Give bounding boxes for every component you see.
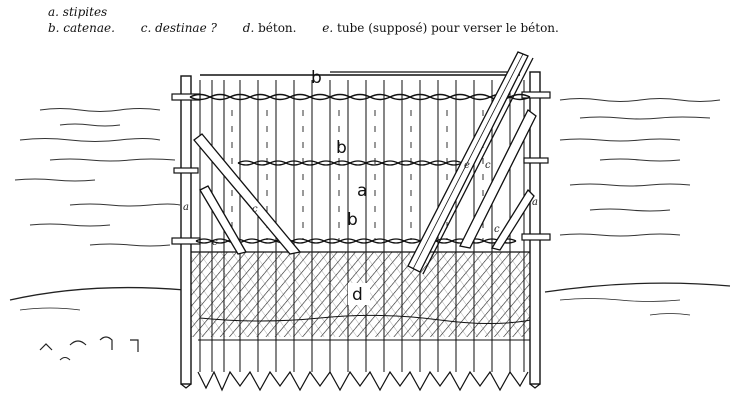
legend-c: c. destinae ? <box>140 21 217 35</box>
ground-right <box>544 282 731 316</box>
water-left <box>14 108 181 247</box>
legend-line-2: b. catenae. c. destinae ? d. béton. e. t… <box>48 20 559 36</box>
label-a-right: a <box>532 197 538 208</box>
legend-b: b. catenae. <box>48 21 115 35</box>
ground-left <box>9 286 186 361</box>
legend-e-key: e. <box>322 21 334 35</box>
catena-middle <box>237 160 463 166</box>
label-c-right-lower: c <box>494 224 500 235</box>
label-c-right-upper: c <box>485 160 491 171</box>
legend-line-1: a. stipites <box>48 4 559 20</box>
label-b-middle: b <box>336 138 347 158</box>
legend-d-text: béton. <box>258 21 297 35</box>
pointed-stakes <box>197 370 529 392</box>
legend-a: a. stipites <box>48 5 108 19</box>
legend-e-text: tube (supposé) pour verser le béton. <box>337 21 559 35</box>
label-b-low: b <box>347 210 358 230</box>
stipes-left <box>180 75 192 389</box>
label-a-left: a <box>183 202 189 213</box>
label-c-left-lower: c <box>212 237 218 248</box>
stipes-right <box>529 71 541 389</box>
legend: a. stipites b. catenae. c. destinae ? d.… <box>48 4 559 36</box>
pour-tube <box>407 51 534 275</box>
braces <box>193 109 537 255</box>
catena-top <box>189 93 531 101</box>
label-d: d <box>352 285 363 305</box>
water-right <box>559 98 721 237</box>
label-c-left-upper: c <box>252 204 258 215</box>
label-b-top: b <box>311 68 322 88</box>
label-e: e <box>464 160 470 171</box>
legend-d-key: d. <box>242 21 255 35</box>
label-a-center: a <box>357 181 367 201</box>
clamps <box>171 91 551 245</box>
